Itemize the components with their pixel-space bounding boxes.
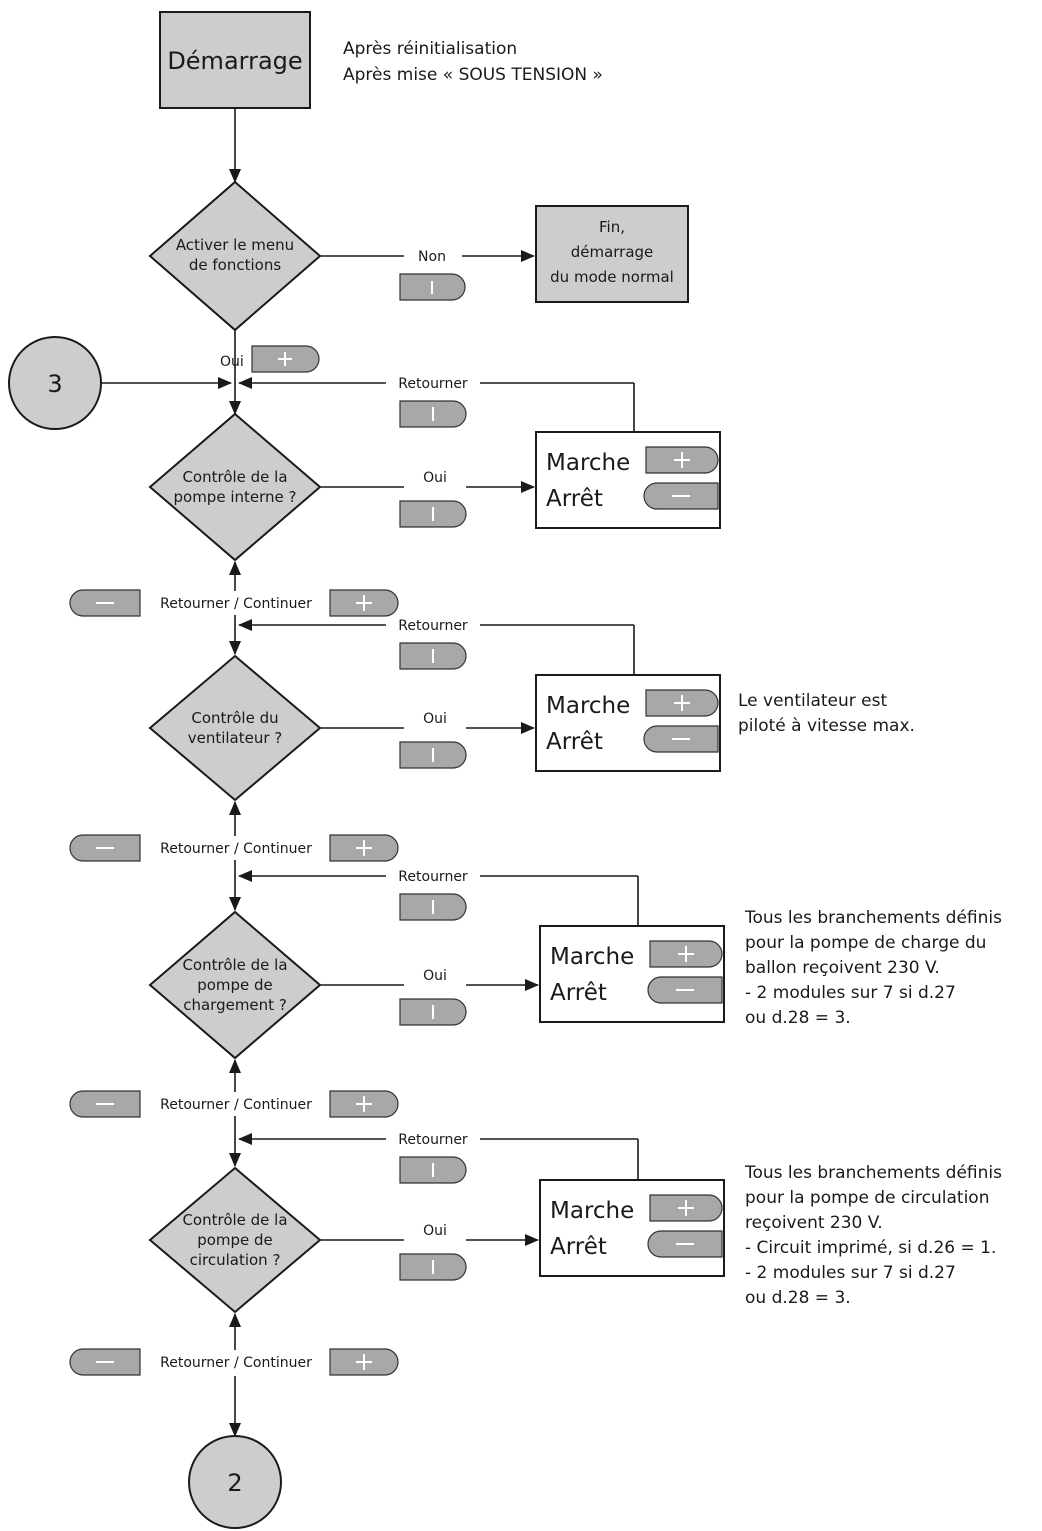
off-label-3: Arrêt (550, 980, 607, 1006)
off-label-1: Arrêt (546, 486, 603, 512)
off-minus-button-4[interactable] (647, 1230, 723, 1258)
check-3-line-2: pompe de (197, 976, 273, 994)
check-1-line-1: Contrôle de la (182, 468, 287, 486)
off-minus-button-3[interactable] (647, 976, 723, 1004)
off-minus-button-2[interactable] (643, 725, 719, 753)
activate-line-2: de fonctions (189, 256, 281, 274)
end-line-3: du mode normal (550, 268, 674, 286)
check-4-line-2: pompe de (197, 1231, 273, 1249)
connector-2 (188, 1435, 282, 1529)
connector-2-label: 2 (227, 1469, 242, 1497)
check-decision-1 (148, 412, 322, 562)
nav-label-2: Retourner / Continuer (160, 841, 312, 857)
activate-info-button[interactable] (399, 273, 466, 301)
nav-label-3: Retourner / Continuer (160, 1097, 312, 1113)
end-line-1: Fin, (599, 218, 625, 236)
return-label-3: Retourner (398, 869, 468, 885)
check-2-note-1: Le ventilateur est (738, 691, 887, 711)
activate-plus-button[interactable] (251, 345, 320, 373)
check-3-info-button[interactable] (399, 998, 467, 1026)
check-1-info-button[interactable] (399, 500, 467, 528)
nav-minus-button-2[interactable] (69, 834, 141, 862)
nav-label-1: Retourner / Continuer (160, 596, 312, 612)
activate-line-1: Activer le menu (176, 236, 294, 254)
off-label-2: Arrêt (546, 729, 603, 755)
start-box (159, 11, 311, 109)
off-label-4: Arrêt (550, 1234, 607, 1260)
nav-label-4: Retourner / Continuer (160, 1355, 312, 1371)
return-info-button-3[interactable] (399, 893, 467, 921)
connector-3-label: 3 (47, 370, 62, 398)
end-line-2: démarrage (571, 243, 654, 261)
check-4-note-4: - Circuit imprimé, si d.26 = 1. (745, 1238, 996, 1258)
nav-minus-button-1[interactable] (69, 589, 141, 617)
return-label-4: Retourner (398, 1132, 468, 1148)
check-1-yes-label: Oui (423, 470, 447, 486)
return-info-button-2[interactable] (399, 642, 467, 670)
check-3-line-1: Contrôle de la (182, 956, 287, 974)
check-2-line-2: ventilateur ? (188, 729, 283, 747)
return-label-2: Retourner (398, 618, 468, 634)
return-info-button-1[interactable] (399, 400, 467, 428)
check-3-note-4: - 2 modules sur 7 si d.27 (745, 983, 956, 1003)
on-label-1: Marche (546, 450, 630, 476)
check-2-note-2: piloté à vitesse max. (738, 716, 915, 736)
on-label-3: Marche (550, 944, 634, 970)
check-3-note-2: pour la pompe de charge du (745, 933, 986, 953)
on-plus-button-2[interactable] (645, 689, 719, 717)
nav-minus-button-3[interactable] (69, 1090, 141, 1118)
check-3-note-5: ou d.28 = 3. (745, 1008, 851, 1028)
check-decision-2 (148, 654, 322, 802)
check-4-note-3: reçoivent 230 V. (745, 1213, 883, 1233)
check-2-line-1: Contrôle du (191, 709, 278, 727)
check-1-line-2: pompe interne ? (174, 488, 297, 506)
nav-plus-button-4[interactable] (329, 1348, 399, 1376)
check-decision-4 (148, 1166, 322, 1314)
start-note-1: Après réinitialisation (343, 39, 517, 59)
check-decision-3 (148, 910, 322, 1060)
on-plus-button-3[interactable] (649, 940, 723, 968)
start-label: Démarrage (167, 47, 302, 75)
check-4-note-2: pour la pompe de circulation (745, 1188, 989, 1208)
on-label-4: Marche (550, 1198, 634, 1224)
check-4-line-1: Contrôle de la (182, 1211, 287, 1229)
check-3-note-1: Tous les branchements définis (744, 908, 1002, 928)
check-4-line-3: circulation ? (190, 1251, 281, 1269)
on-plus-button-4[interactable] (649, 1194, 723, 1222)
on-plus-button-1[interactable] (645, 446, 719, 474)
nav-minus-button-4[interactable] (69, 1348, 141, 1376)
nav-plus-button-2[interactable] (329, 834, 399, 862)
return-info-button-4[interactable] (399, 1156, 467, 1184)
nav-plus-button-1[interactable] (329, 589, 399, 617)
start-note-2: Après mise « SOUS TENSION » (343, 65, 603, 85)
check-3-yes-label: Oui (423, 968, 447, 984)
yes-label-activate: Oui (220, 354, 244, 370)
end-box (535, 205, 689, 303)
check-3-note-3: ballon reçoivent 230 V. (745, 958, 940, 978)
check-2-yes-label: Oui (423, 711, 447, 727)
check-3-line-3: chargement ? (183, 996, 287, 1014)
no-label: Non (418, 249, 446, 265)
check-4-info-button[interactable] (399, 1253, 467, 1281)
nav-plus-button-3[interactable] (329, 1090, 399, 1118)
check-4-note-5: - 2 modules sur 7 si d.27 (745, 1263, 956, 1283)
return-label-1: Retourner (398, 376, 468, 392)
off-minus-button-1[interactable] (643, 482, 719, 510)
check-4-note-6: ou d.28 = 3. (745, 1288, 851, 1308)
check-4-yes-label: Oui (423, 1223, 447, 1239)
check-2-info-button[interactable] (399, 741, 467, 769)
on-label-2: Marche (546, 693, 630, 719)
check-4-note-1: Tous les branchements définis (744, 1163, 1002, 1183)
